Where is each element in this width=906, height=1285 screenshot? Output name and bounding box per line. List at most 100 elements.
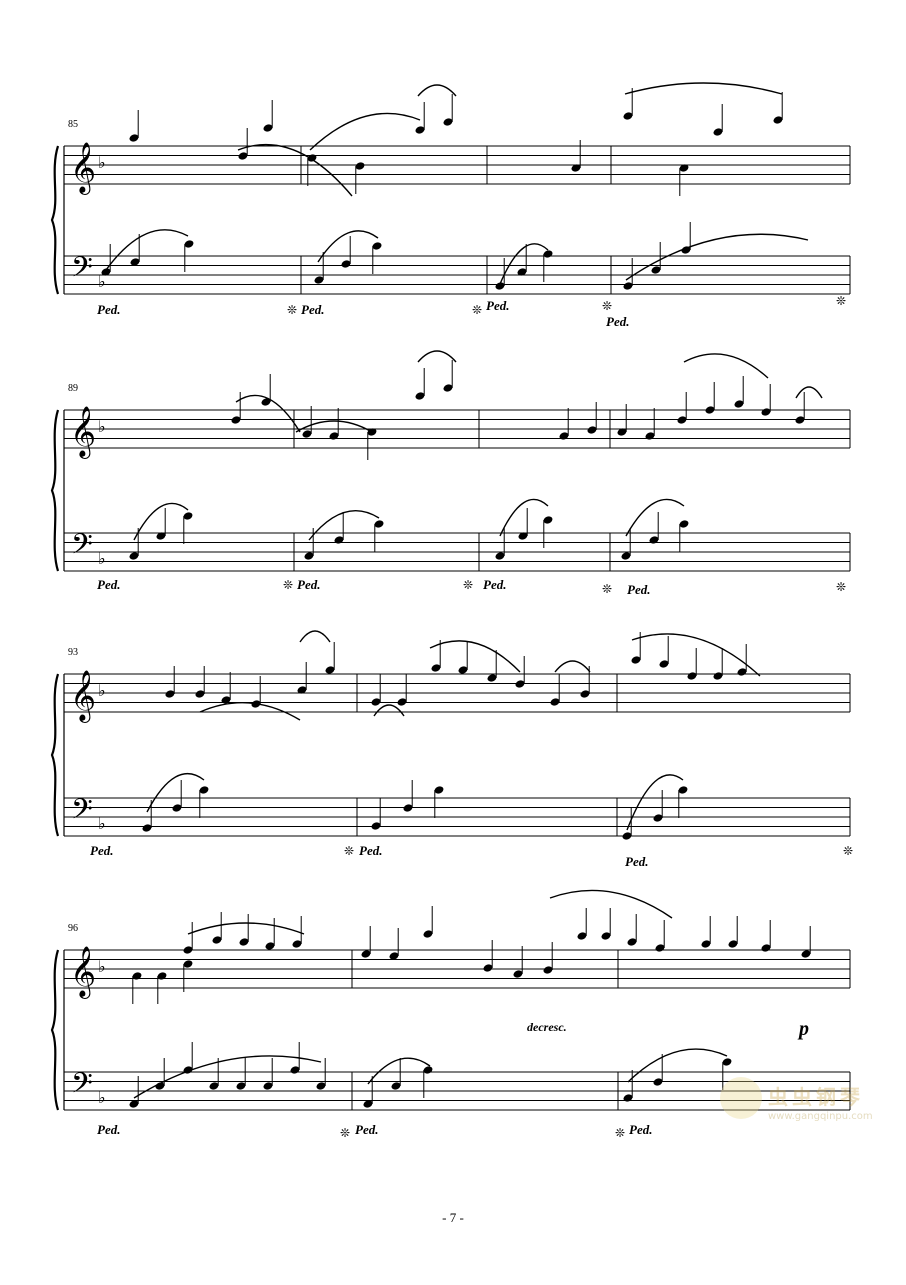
watermark-logo-icon [720, 1077, 762, 1119]
pedal-press: Ped. [301, 302, 325, 317]
notehead [397, 698, 407, 706]
bass-clef-icon: 𝄢 [71, 251, 93, 291]
notehead [236, 1082, 246, 1090]
notehead [681, 246, 691, 254]
pedal-press: Ped. [606, 314, 630, 329]
slur [429, 640, 521, 673]
pedal-press: Ped. [97, 577, 121, 592]
notehead [130, 258, 140, 266]
slur [499, 498, 549, 537]
bass-clef-icon: 𝄢 [71, 1067, 93, 1107]
notehead [431, 664, 441, 672]
notehead [543, 250, 553, 258]
watermark-title: 虫虫钢琴 [768, 1085, 864, 1109]
notehead [261, 398, 271, 406]
slur [133, 502, 189, 541]
slur [133, 1055, 322, 1099]
notehead [329, 432, 339, 440]
notehead [302, 430, 312, 438]
slur [631, 633, 761, 677]
notehead [195, 690, 205, 698]
pedal-press: Ped. [625, 854, 649, 869]
notehead [434, 786, 444, 794]
measure-number-system-1: 85 [68, 119, 78, 130]
notehead [559, 432, 569, 440]
slur [146, 772, 205, 813]
notehead [263, 1082, 273, 1090]
notehead [132, 972, 142, 980]
notehead [761, 944, 771, 952]
notehead [290, 1066, 300, 1074]
watermark: 虫虫钢琴 www.gangqinpu.com [720, 1075, 900, 1135]
pedal-release: ❊ [836, 294, 847, 308]
notehead [263, 124, 273, 132]
slur [417, 84, 457, 97]
notehead [415, 126, 425, 134]
notehead [238, 152, 248, 160]
notehead [722, 1058, 732, 1066]
pedal-release: ❊ [836, 580, 847, 594]
notehead [601, 932, 611, 940]
notehead [403, 804, 413, 812]
grand-staff-brace [50, 409, 60, 572]
pedal-release: ❊ [287, 303, 298, 317]
notehead [627, 938, 637, 946]
notehead [495, 282, 505, 290]
notehead [371, 698, 381, 706]
slur [417, 350, 457, 363]
notehead [165, 690, 175, 698]
flat-key-signature-icon: ♭ [98, 957, 106, 976]
notehead [209, 1082, 219, 1090]
notehead [515, 680, 525, 688]
notehead [645, 432, 655, 440]
notehead [199, 786, 209, 794]
notehead [687, 672, 697, 680]
slur [625, 233, 809, 281]
notehead [801, 950, 811, 958]
notehead [621, 552, 631, 560]
slur [308, 510, 380, 541]
notehead [355, 162, 365, 170]
notehead [705, 406, 715, 414]
pedal-press: Ped. [627, 582, 651, 597]
notehead [631, 656, 641, 664]
notehead [361, 950, 371, 958]
notehead [183, 512, 193, 520]
notehead [773, 116, 783, 124]
treble-clef-icon: 𝄞 [70, 406, 96, 459]
pedal-press: Ped. [355, 1122, 379, 1137]
flat-key-signature-icon: ♭ [98, 417, 106, 436]
notehead [517, 268, 527, 276]
pedal-press: Ped. [97, 1122, 121, 1137]
slur [199, 702, 301, 721]
grand-staff-brace [50, 145, 60, 295]
slur [625, 498, 685, 537]
notehead [659, 660, 669, 668]
notehead [316, 1082, 326, 1090]
pedal-release: ❊ [602, 582, 613, 596]
notehead [391, 1082, 401, 1090]
slur [237, 143, 353, 197]
pedal-press: Ped. [90, 843, 114, 858]
grand-staff-brace [50, 673, 60, 837]
measure-number-system-3: 93 [68, 647, 78, 658]
slur [295, 420, 373, 433]
slur [309, 112, 421, 151]
notehead [653, 1078, 663, 1086]
notehead [487, 674, 497, 682]
notehead [374, 520, 384, 528]
notehead [550, 698, 560, 706]
notehead [423, 930, 433, 938]
notehead [737, 668, 747, 676]
slur [624, 82, 783, 95]
slur [105, 229, 189, 271]
notehead [297, 686, 307, 694]
notehead [713, 672, 723, 680]
notehead [513, 970, 523, 978]
slur [549, 889, 673, 919]
measure-number-system-4: 96 [68, 923, 78, 934]
slur [627, 1048, 728, 1083]
pedal-press: Ped. [486, 298, 510, 313]
notehead [371, 822, 381, 830]
